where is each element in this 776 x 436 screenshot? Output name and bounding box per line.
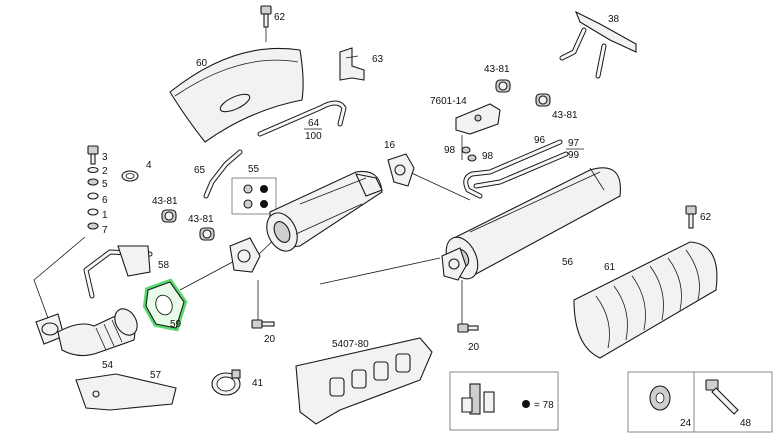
dpf-flange <box>229 237 261 273</box>
nut-98-a <box>461 146 471 154</box>
label-62-right: 62 <box>700 212 712 223</box>
pipe-64 <box>257 100 347 137</box>
bolt-62-right <box>685 205 697 229</box>
label-62-top: 62 <box>274 12 286 23</box>
label-64: 64 <box>308 118 320 129</box>
label-65: 65 <box>194 165 206 176</box>
bracket-63 <box>339 47 365 81</box>
label-4: 4 <box>146 160 152 171</box>
ring-4 <box>121 170 139 182</box>
inset-24-48 <box>627 371 773 433</box>
label-99: 99 <box>568 150 580 161</box>
label-1: 1 <box>102 210 108 221</box>
downpipe-54 <box>35 308 138 357</box>
heat-shield-60 <box>169 47 304 143</box>
inset-78 <box>449 371 559 431</box>
label-20-left: 20 <box>264 334 276 345</box>
label-100: 100 <box>305 131 322 142</box>
label-24: 24 <box>680 418 692 429</box>
heat-shield-61 <box>573 241 718 359</box>
label-7: 7 <box>102 225 108 236</box>
nut-98-b <box>467 154 477 162</box>
bracket-7601-14 <box>455 103 501 135</box>
label-38: 38 <box>608 14 620 25</box>
bolt-20-left <box>251 319 275 329</box>
label-6: 6 <box>102 195 108 206</box>
rubber-mount-43-81-c <box>161 209 177 223</box>
label-98-b: 98 <box>482 151 494 162</box>
label-96: 96 <box>534 135 546 146</box>
label-60: 60 <box>196 58 208 69</box>
label-2: 2 <box>102 166 108 177</box>
pipe-96-99 <box>463 139 569 199</box>
label-58: 58 <box>158 260 170 271</box>
gasket-16 <box>387 153 415 187</box>
gasket-59-highlighted[interactable] <box>142 278 188 332</box>
rubber-mount-43-81-b <box>535 93 551 107</box>
label-3: 3 <box>102 152 108 163</box>
label-5407-80: 5407-80 <box>332 339 369 350</box>
label-7601-14: 7601-14 <box>430 96 467 107</box>
bolt-62-top <box>260 5 272 28</box>
silencer-flange <box>441 247 467 281</box>
label-97: 97 <box>568 138 580 149</box>
label-43-81-c: 43-81 <box>152 196 178 207</box>
label-54: 54 <box>102 360 114 371</box>
plate-57 <box>75 373 177 411</box>
label-43-81-d: 43-81 <box>188 214 214 225</box>
leader-lines <box>33 25 471 325</box>
label-43-81-b: 43-81 <box>552 110 578 121</box>
bracket-58 <box>83 245 153 299</box>
label-16: 16 <box>384 140 396 151</box>
label-59: 59 <box>170 319 182 330</box>
dpf-converter <box>266 170 383 252</box>
label-55: 55 <box>248 164 260 175</box>
rubber-mount-43-81-d <box>199 227 215 241</box>
label-5: 5 <box>102 179 108 190</box>
bolt-20-right <box>457 323 479 333</box>
label-56: 56 <box>562 257 574 268</box>
label-41: 41 <box>252 378 264 389</box>
rubber-mount-43-81-a <box>495 79 511 93</box>
hanger-38 <box>559 10 637 79</box>
label-98-a: 98 <box>444 145 456 156</box>
label-63: 63 <box>372 54 384 65</box>
label-43-81-a: 43-81 <box>484 64 510 75</box>
label-48: 48 <box>740 418 752 429</box>
label-57: 57 <box>150 370 162 381</box>
manifold-5407-80 <box>295 337 433 425</box>
label-61: 61 <box>604 262 616 273</box>
fastener-stack <box>87 145 99 230</box>
pipe-65 <box>203 149 243 199</box>
label-78: = 78 <box>534 400 554 411</box>
clamp-41 <box>211 369 241 396</box>
label-20-right: 20 <box>468 342 480 353</box>
inset-55 <box>231 177 277 215</box>
